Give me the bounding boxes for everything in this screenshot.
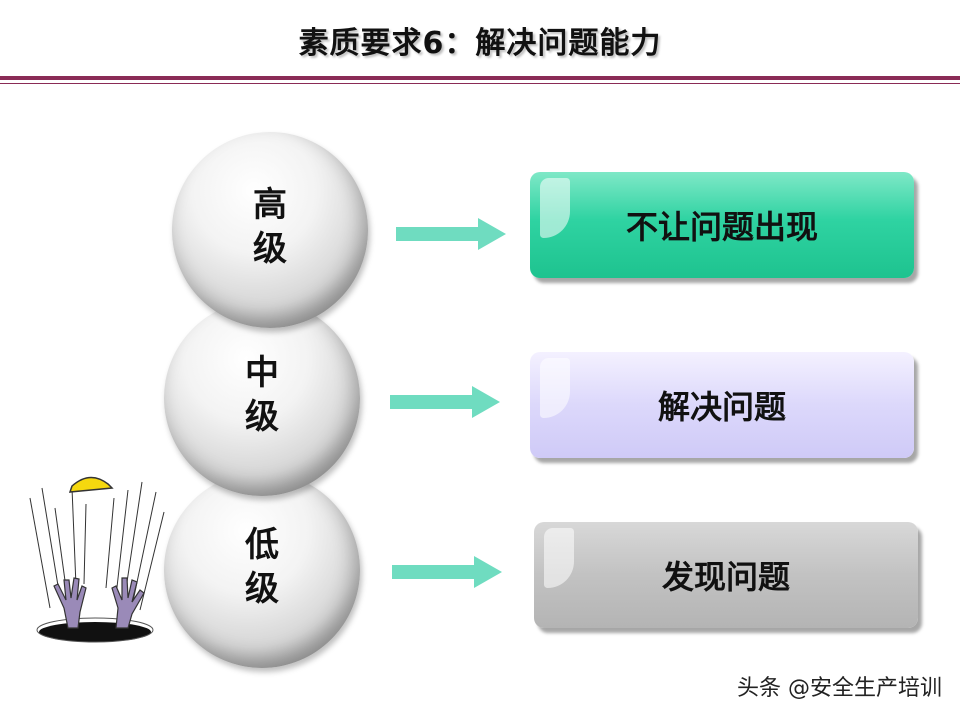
title-divider (0, 76, 960, 80)
result-box-mid: 解决问题 (530, 352, 914, 458)
result-box-high: 不让问题出现 (530, 172, 914, 278)
page-title: 素质要求6：解决问题能力 (298, 26, 662, 61)
title-divider-thin (0, 83, 960, 84)
level-low-char1: 低 (245, 525, 279, 565)
box-highlight (544, 528, 574, 588)
level-high-char1: 高 (253, 185, 287, 225)
arrow-right-icon (392, 556, 502, 588)
level-ball-mid: 中 级 (164, 300, 360, 496)
box-highlight (540, 358, 570, 418)
watermark: 头条 @安全生产培训 (737, 676, 942, 701)
level-mid-char2: 级 (245, 397, 279, 437)
result-box-low: 发现问题 (534, 522, 918, 628)
arrow-right-icon (390, 386, 500, 418)
level-ball-low: 低 级 (164, 472, 360, 668)
level-mid-char1: 中 (245, 353, 279, 393)
level-ball-high: 高 级 (172, 132, 368, 328)
box-highlight (540, 178, 570, 238)
level-high-char2: 级 (253, 229, 287, 269)
result-mid-text: 解决问题 (657, 388, 786, 426)
worker-falling-in-hole-icon (29, 476, 165, 643)
level-low-char2: 级 (245, 569, 279, 609)
result-low-text: 发现问题 (661, 558, 790, 596)
result-high-text: 不让问题出现 (625, 208, 818, 246)
arrow-right-icon (396, 218, 506, 250)
